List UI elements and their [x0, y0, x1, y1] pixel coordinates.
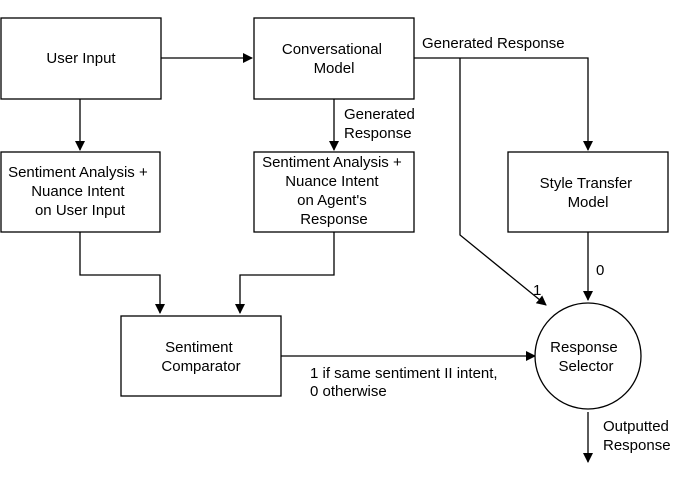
edge-sentiment-user-to-comparator [79, 232, 165, 314]
node-response-selector: Response Selector [534, 302, 642, 410]
node-sentiment-user-line: Sentiment Analysis + [8, 164, 148, 181]
svg-text:Response Selector: Response Selector [550, 339, 622, 375]
node-sentiment-agent-line: Response [300, 211, 368, 228]
label-outputted-response: Outputted Response [603, 418, 673, 454]
svg-text:Style Transfer Model: Style Transfer Model [540, 175, 637, 211]
node-conversational-model-line: Model [314, 60, 355, 77]
node-user-input-line: User Input [46, 50, 116, 67]
node-conversational-model-line: Conversational [282, 41, 382, 58]
node-sentiment-user-line: on User Input [35, 202, 126, 219]
node-sentiment-user-line: Nuance Intent [31, 183, 125, 200]
label-style-input-index: 0 [596, 262, 604, 279]
node-sentiment-comparator-line: Comparator [161, 358, 240, 375]
edge-model-to-selector-direct [459, 58, 547, 306]
node-style-transfer-line: Style Transfer [540, 175, 633, 192]
label-direct-input-index: 1 [533, 282, 541, 299]
node-user-input: User Input [0, 17, 162, 100]
node-sentiment-comparator-line: Sentiment [165, 339, 233, 356]
node-sentiment-user: Sentiment Analysis + Nuance Intent on Us… [0, 151, 161, 233]
node-sentiment-agent-line: Sentiment Analysis + [262, 154, 402, 171]
node-sentiment-agent: Sentiment Analysis + Nuance Intent on Ag… [253, 151, 415, 233]
node-sentiment-agent-line: Nuance Intent [285, 173, 379, 190]
edge-model-to-style-transfer [414, 57, 593, 151]
svg-text:User Input: User Input [46, 50, 116, 67]
edges [75, 53, 593, 463]
node-conversational-model: Conversational Model [253, 17, 415, 100]
node-sentiment-agent-line: on Agent's [297, 192, 367, 209]
label-generated-response-top: Generated Response [422, 35, 565, 52]
label-generated-response-down: Generated Response [344, 106, 419, 142]
svg-text:Sentiment Analysis + Nua: Sentiment Analysis + Nuance Intent on Ag… [262, 154, 406, 228]
label-comparator-output: 1 if same sentiment II intent, 0 otherwi… [310, 365, 502, 400]
svg-text:Sentiment Analysis + Nua: Sentiment Analysis + Nuance Intent on Us… [8, 164, 152, 219]
svg-text:Conversational Model: Conversational Model [282, 41, 386, 77]
node-style-transfer-line: Model [568, 194, 609, 211]
svg-text:Sentiment Comparator: Sentiment Comparator [161, 339, 240, 375]
node-response-selector-line: Selector [558, 358, 613, 375]
edge-sentiment-agent-to-comparator [235, 232, 335, 314]
node-style-transfer: Style Transfer Model [507, 151, 669, 233]
node-sentiment-comparator: Sentiment Comparator [120, 315, 282, 397]
node-response-selector-line: Response [550, 339, 618, 356]
